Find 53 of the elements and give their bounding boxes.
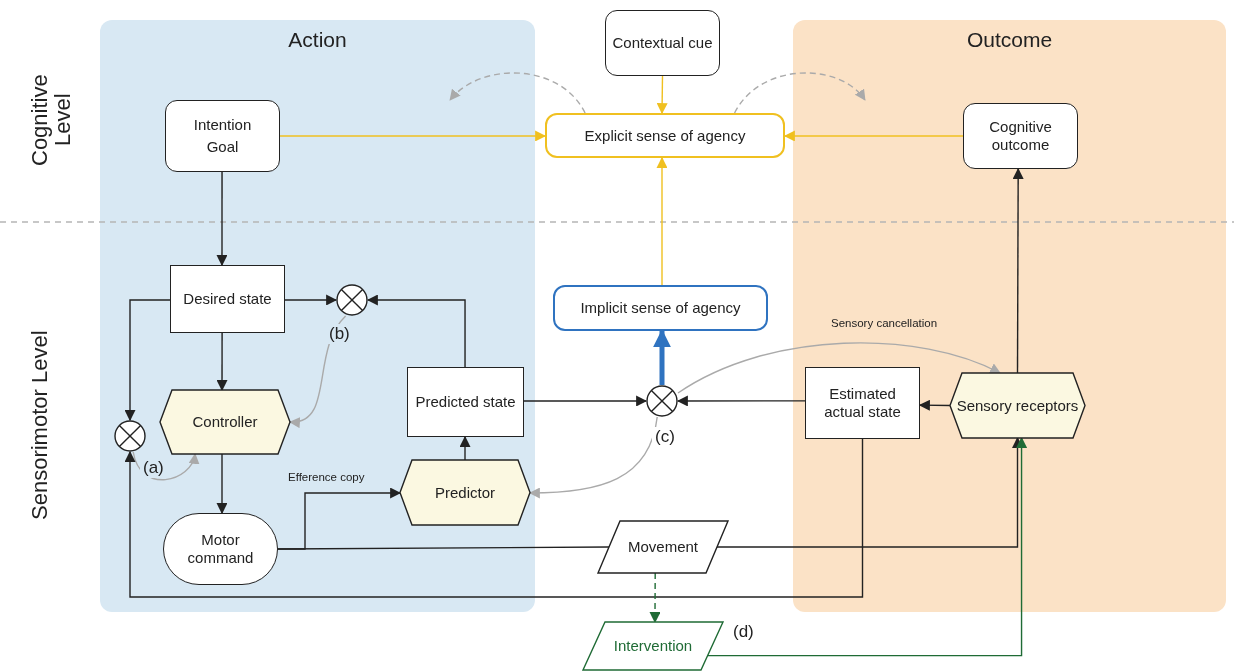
arrow: [449, 72, 586, 114]
arrow: [1012, 167, 1024, 374]
node-label: Motor command: [186, 530, 255, 568]
process-box: [170, 265, 285, 333]
arrow: [528, 416, 658, 499]
arrow: [676, 395, 806, 407]
node-label: Intervention: [612, 636, 694, 656]
arrow: [279, 130, 547, 142]
group-title: Outcome: [966, 28, 1053, 52]
arrow: [216, 453, 228, 515]
arrow: [124, 299, 171, 422]
node-label: Implicit sense of agency: [579, 298, 742, 318]
node-label: Controller: [191, 412, 259, 432]
process-box: [805, 367, 920, 439]
rounded-box: [605, 10, 720, 76]
arrow: [366, 294, 466, 368]
arrow: [132, 451, 198, 481]
node-label: Movement: [627, 537, 699, 557]
node-label: Contextual cue: [611, 33, 714, 53]
node-label: Predictor: [434, 482, 496, 503]
arrow: [677, 342, 1001, 394]
level-label: Cognitive Level: [28, 73, 75, 168]
rounded-box: [553, 285, 768, 331]
arrow: [649, 572, 661, 624]
arrow: [124, 438, 864, 598]
arrow: [216, 171, 228, 267]
node-label: Desired state: [182, 289, 273, 309]
arrow: [653, 329, 671, 385]
edge-label: Efference copy: [285, 471, 368, 483]
group-title: Action: [288, 28, 347, 52]
process-box: [407, 367, 524, 437]
group-panel: [100, 20, 535, 612]
node-label: Intention: [192, 115, 253, 135]
arrow: [918, 399, 951, 411]
node-label: Predicted state: [414, 392, 517, 412]
arrow: [459, 435, 471, 461]
arrow: [656, 156, 668, 286]
level-label: Sensorimotor Level: [28, 330, 52, 520]
node-label: Goal: [205, 137, 240, 157]
node-label: Estimated actual state: [823, 384, 902, 422]
arrow: [284, 294, 338, 306]
node-label: Explicit sense of agency: [583, 125, 747, 146]
rounded-box: [165, 100, 280, 172]
group-panel: [793, 20, 1226, 612]
rounded-box: [963, 103, 1078, 169]
arrow: [656, 75, 668, 115]
arrow: [783, 130, 964, 142]
arrow: [733, 72, 866, 114]
node-label: Sensory receptors: [955, 395, 1080, 416]
arrow: [523, 395, 648, 407]
rounded-box: [545, 113, 785, 158]
node-label: Cognitive outcome: [988, 117, 1053, 155]
arrow: [216, 332, 228, 392]
